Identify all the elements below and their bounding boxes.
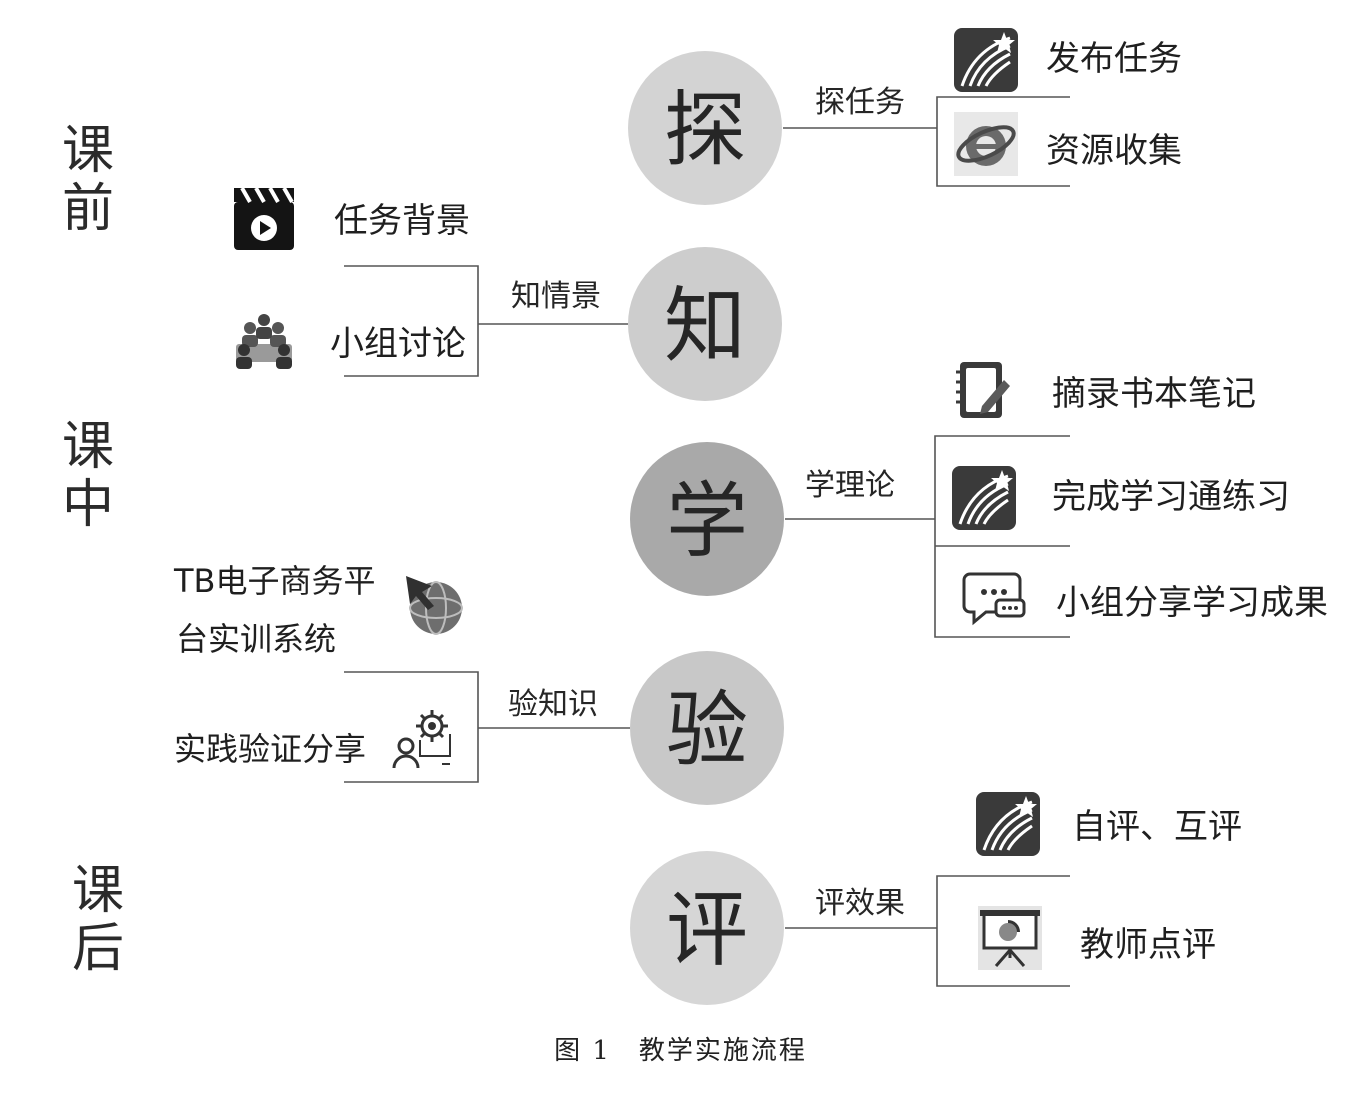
- item-label: 任务背景: [334, 201, 470, 241]
- figure-caption: 图 1 教学实施流程: [0, 1030, 1361, 1067]
- node-know-scenario: 知 知情景 任务背景 小组讨论: [232, 186, 782, 401]
- branch-label: 探任务: [815, 85, 905, 120]
- user-gear-icon: [392, 708, 452, 770]
- figure-number: 图 1: [554, 1036, 611, 1066]
- group-meeting-icon: [236, 314, 292, 369]
- item-label-line: TB电子商务平: [173, 562, 376, 600]
- item-label: 小组分享学习成果: [1056, 583, 1328, 623]
- node-circle: [630, 442, 784, 596]
- item-label-line: 台实训系统: [176, 620, 336, 658]
- xuexitong-star-icon: [950, 464, 1018, 532]
- item-label: 实践验证分享: [174, 730, 366, 768]
- phase-label-in-class: 课 中: [62, 418, 114, 534]
- node-circle: [630, 651, 784, 805]
- chat-bubbles-icon: [962, 572, 1026, 624]
- item-label: 完成学习通练习: [1052, 477, 1290, 517]
- notebook-pen-icon: [954, 360, 1012, 420]
- branch-label: 验知识: [508, 687, 598, 722]
- node-char: 学: [666, 474, 748, 569]
- xuexitong-star-icon: [974, 790, 1042, 858]
- branch-label: 评效果: [815, 886, 905, 921]
- node-char: 知: [664, 279, 746, 374]
- branch-label: 知情景: [511, 279, 601, 314]
- internet-explorer-icon: [951, 110, 1021, 178]
- phase-label-before-class: 课 前: [62, 122, 114, 238]
- node-verify-knowledge: 验 验知识 TB电子商务平 台实训系统 实践验证分享: [173, 562, 784, 805]
- node-circle: [628, 51, 782, 205]
- phase-char: 课: [62, 121, 115, 181]
- node-evaluate-effect: 评 评效果 自评、互评 教师点评: [630, 790, 1242, 1005]
- presentation-board-icon: [976, 904, 1044, 972]
- xuexitong-star-icon: [952, 26, 1020, 94]
- video-clapper-icon: [232, 186, 296, 252]
- node-char: 评: [666, 883, 748, 978]
- item-label: 教师点评: [1080, 925, 1216, 965]
- phase-char: 前: [62, 179, 115, 239]
- node-circle: [630, 851, 784, 1005]
- phase-char: 课: [72, 861, 125, 921]
- node-explore-task: 探 探任务 发布任务 资源收集: [628, 26, 1182, 205]
- figure-title: 教学实施流程: [638, 1036, 807, 1066]
- phase-char: 后: [72, 919, 125, 979]
- item-label: 小组讨论: [330, 324, 466, 364]
- node-learn-theory: 学 学理论 摘录书本笔记 完成学习通练习 小组分享学习成果: [630, 360, 1328, 638]
- item-label: 资源收集: [1046, 131, 1182, 171]
- node-circle: [628, 247, 782, 401]
- item-label: 自评、互评: [1072, 807, 1242, 847]
- phase-char: 课: [62, 417, 115, 477]
- node-char: 验: [666, 683, 748, 778]
- item-label: 摘录书本笔记: [1052, 374, 1256, 414]
- tb-system-globe-icon: [405, 575, 463, 635]
- phase-char: 中: [62, 475, 115, 535]
- phase-label-after-class: 课 后: [72, 862, 124, 978]
- item-label: 发布任务: [1046, 39, 1182, 79]
- node-char: 探: [664, 83, 746, 178]
- branch-label: 学理论: [805, 468, 895, 503]
